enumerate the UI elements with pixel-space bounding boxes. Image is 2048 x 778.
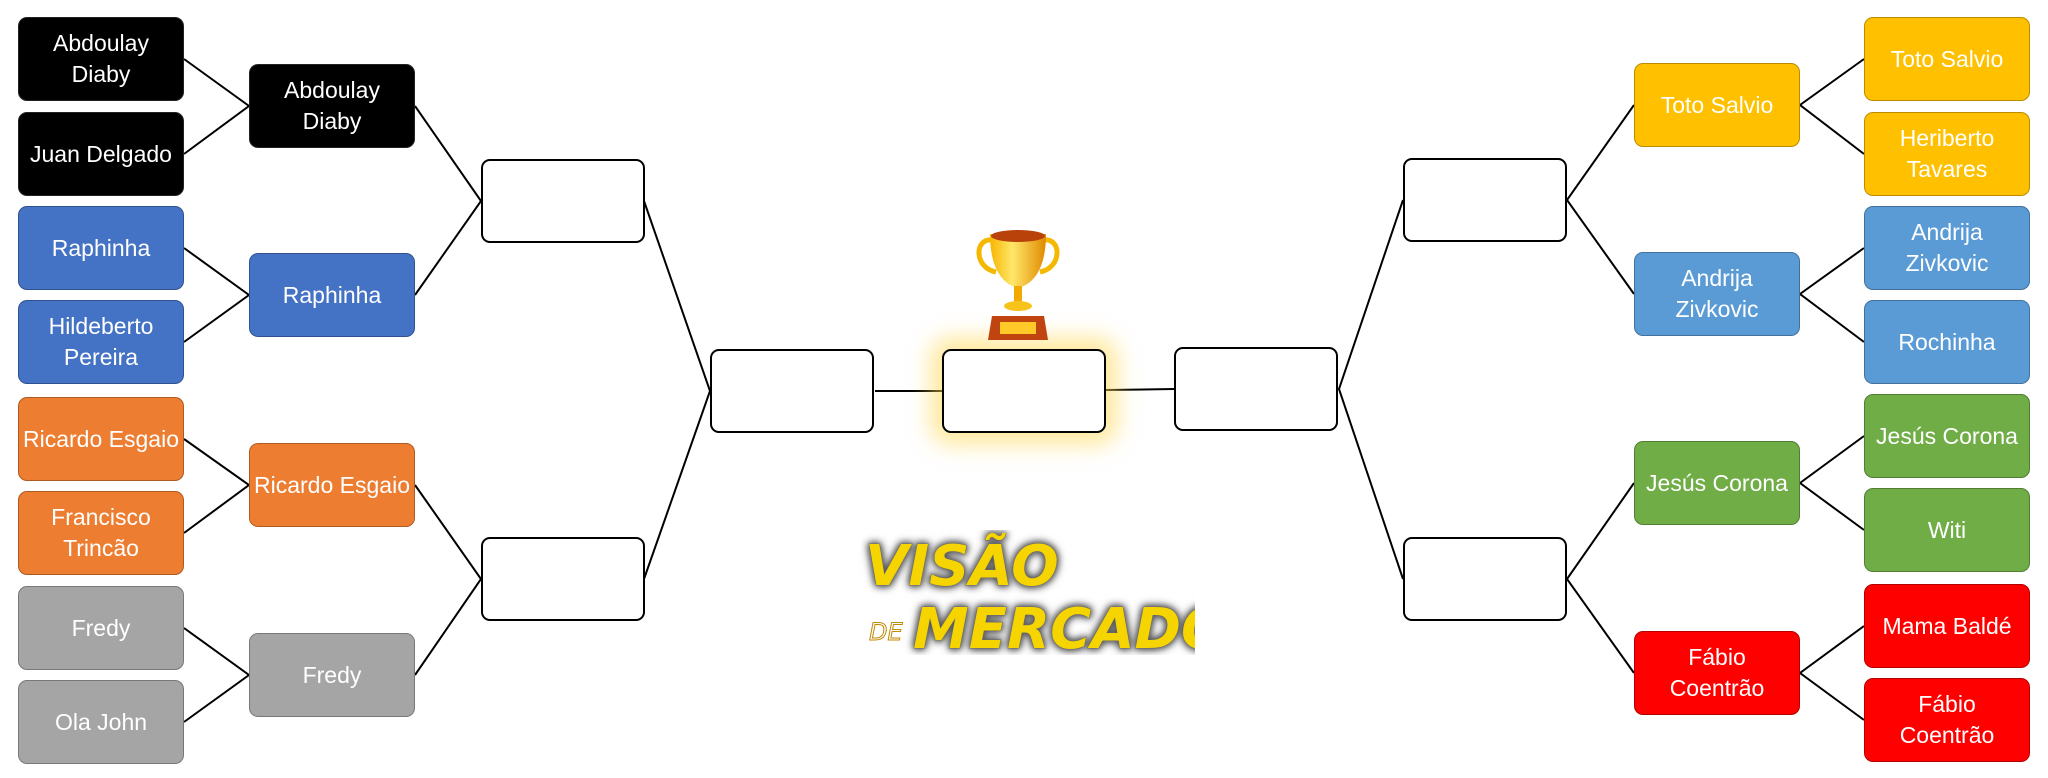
left-r1-slot-5: Ricardo Esgaio [18,397,184,481]
right-r1-slot-7: Mama Baldé [1864,584,2030,668]
right-r2-slot-1: Toto Salvio [1634,63,1800,147]
left-r2-slot-4: Fredy [249,633,415,717]
right-r2-slot-3: Jesús Corona [1634,441,1800,525]
right-semi-slot-2 [1403,537,1567,621]
right-r1-slot-6: Witi [1864,488,2030,572]
champion-slot [942,349,1106,433]
left-r2-slot-1: Abdoulay Diaby [249,64,415,148]
right-finalist-slot [1174,347,1338,431]
left-finalist-slot [710,349,874,433]
left-r1-slot-2: Juan Delgado [18,112,184,196]
left-r1-slot-3: Raphinha [18,206,184,290]
left-r2-slot-3: Ricardo Esgaio [249,443,415,527]
left-r1-slot-1: Abdoulay Diaby [18,17,184,101]
logo-small: DE [869,618,903,646]
left-r1-slot-4: Hildeberto Pereira [18,300,184,384]
right-r1-slot-3: Andrija Zivkovic [1864,206,2030,290]
left-semi-slot-1 [481,159,645,243]
right-r2-slot-4: Fábio Coentrão [1634,631,1800,715]
right-r1-slot-8: Fábio Coentrão [1864,678,2030,762]
right-r1-slot-1: Toto Salvio [1864,17,2030,101]
left-semi-slot-2 [481,537,645,621]
left-r2-slot-2: Raphinha [249,253,415,337]
trophy-icon [976,230,1060,340]
right-semi-slot-1 [1403,158,1567,242]
logo-line2: MERCADO [913,597,1195,655]
left-r1-slot-7: Fredy [18,586,184,670]
logo-line1: VISÃO [865,534,1059,599]
visao-de-mercado-logo: VISÃO DE MERCADO [865,534,1196,656]
left-r1-slot-8: Ola John [18,680,184,764]
left-r1-slot-6: Francisco Trincão [18,491,184,575]
right-r2-slot-2: Andrija Zivkovic [1634,252,1800,336]
right-r1-slot-4: Rochinha [1864,300,2030,384]
right-r1-slot-5: Jesús Corona [1864,394,2030,478]
right-r1-slot-2: Heriberto Tavares [1864,112,2030,196]
